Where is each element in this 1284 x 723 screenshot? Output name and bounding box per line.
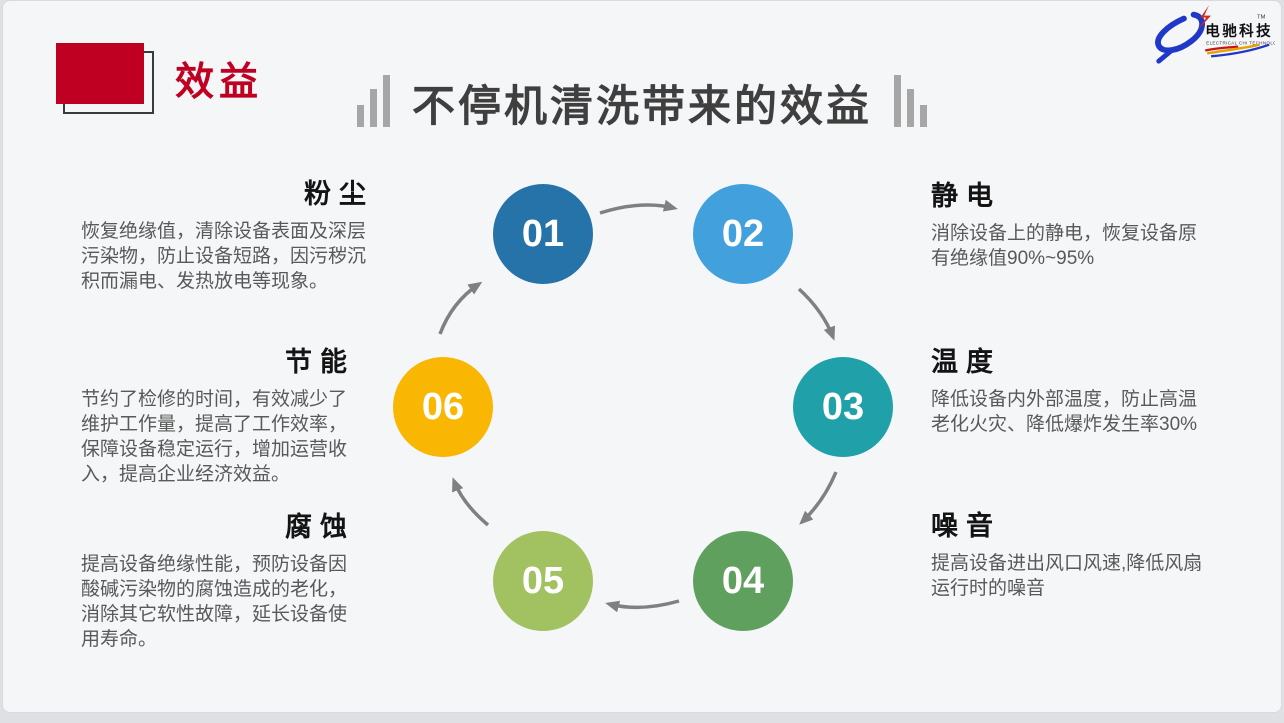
company-logo: 电驰科技 TM ELECTRICAL CHI TECHNOLOGY [1151, 4, 1275, 66]
benefit-body: 提高设备进出风口风速,降低风扇 运行时的噪音 [931, 551, 1202, 601]
title-row: 不停机清洗带来的效益 [3, 71, 1281, 131]
benefit-body: 节约了检修的时间，有效减少了 维护工作量，提高了工作效率， 保障设备稳定运行，增… [81, 387, 347, 487]
equalizer-bars-left-icon [357, 75, 390, 131]
benefit-body: 降低设备内外部温度，防止高温 老化火灾、降低爆炸发生率30% [931, 387, 1197, 437]
logo-name: 电驰科技 [1205, 22, 1273, 40]
benefit-corrosion: 腐蚀 提高设备绝缘性能，预防设备因 酸碱污染物的腐蚀造成的老化， 消除其它软性故… [81, 512, 347, 652]
benefit-body: 提高设备绝缘性能，预防设备因 酸碱污染物的腐蚀造成的老化， 消除其它软性故障，延… [81, 552, 347, 652]
cycle-step-number: 04 [722, 560, 764, 603]
logo-trademark: TM [1257, 15, 1266, 21]
arrow-04-05 [609, 601, 679, 607]
benefit-body: 恢复绝缘值，清除设备表面及深层 污染物，防止设备短路，因污秽沉 积而漏电、发热放… [81, 219, 366, 294]
slide-title: 不停机清洗带来的效益 [412, 84, 872, 131]
benefit-temperature: 温度 降低设备内外部温度，防止高温 老化火灾、降低爆炸发生率30% [931, 347, 1197, 437]
arrow-05-06 [454, 481, 488, 525]
benefit-dust: 粉尘 恢复绝缘值，清除设备表面及深层 污染物，防止设备短路，因污秽沉 积而漏电、… [81, 179, 366, 294]
cycle-step-number: 05 [522, 560, 564, 603]
cycle-step-04: 04 [693, 531, 793, 631]
arrow-01-02 [600, 205, 674, 213]
logo-graphic: 电驰科技 TM ELECTRICAL CHI TECHNOLOGY [1151, 4, 1275, 66]
logo-tagline: ELECTRICAL CHI TECHNOLOGY [1206, 41, 1275, 46]
cycle-step-05: 05 [493, 531, 593, 631]
logo-swoosh-icon [1158, 15, 1202, 51]
benefit-heading: 温度 [931, 347, 1197, 378]
arrow-06-01 [440, 284, 479, 334]
arrow-03-04 [802, 472, 836, 522]
benefit-heading: 粉尘 [81, 179, 374, 210]
benefit-energy-saving: 节能 节约了检修的时间，有效减少了 维护工作量，提高了工作效率， 保障设备稳定运… [81, 347, 347, 487]
benefit-heading: 节能 [81, 347, 355, 378]
arrow-02-03 [799, 289, 833, 337]
cycle-step-02: 02 [693, 184, 793, 284]
cycle-step-03: 03 [793, 357, 893, 457]
benefit-body: 消除设备上的静电，恢复设备原 有绝缘值90%~95% [931, 221, 1197, 271]
benefit-heading: 腐蚀 [81, 512, 355, 543]
cycle-step-number: 02 [722, 213, 764, 256]
cycle-step-number: 03 [822, 386, 864, 429]
cycle-step-06: 06 [393, 357, 493, 457]
cycle-step-number: 01 [522, 213, 564, 256]
cycle-step-01: 01 [493, 184, 593, 284]
cycle-step-number: 06 [422, 386, 464, 429]
benefit-noise: 噪音 提高设备进出风口风速,降低风扇 运行时的噪音 [931, 511, 1202, 601]
benefit-heading: 噪音 [931, 511, 1202, 542]
benefit-static: 静电 消除设备上的静电，恢复设备原 有绝缘值90%~95% [931, 181, 1197, 271]
benefit-heading: 静电 [931, 181, 1197, 212]
equalizer-bars-right-icon [894, 75, 927, 131]
